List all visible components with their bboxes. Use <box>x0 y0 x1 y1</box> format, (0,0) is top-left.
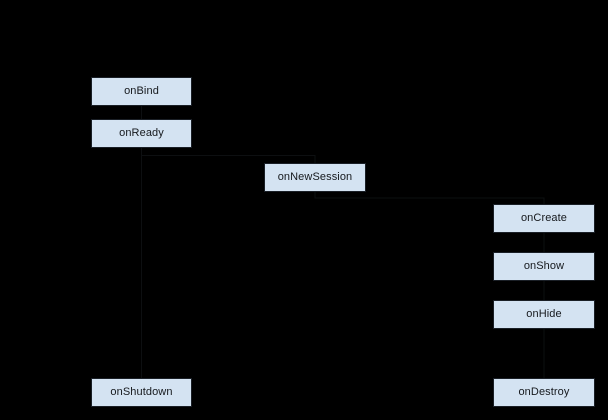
node-onready[interactable]: onReady <box>91 119 192 148</box>
node-onbind[interactable]: onBind <box>91 77 192 106</box>
node-label-onbind: onBind <box>124 85 159 97</box>
node-onshow[interactable]: onShow <box>493 252 595 281</box>
node-onhide[interactable]: onHide <box>493 300 595 329</box>
node-label-onshow: onShow <box>523 260 565 272</box>
node-label-onshutdown: onShutdown <box>110 386 173 398</box>
node-ondestroy[interactable]: onDestroy <box>493 378 595 407</box>
node-label-onhide: onHide <box>526 308 562 320</box>
node-onnewsession[interactable]: onNewSession <box>264 163 366 192</box>
node-onshutdown[interactable]: onShutdown <box>91 378 192 407</box>
node-label-ondestroy: onDestroy <box>518 386 570 398</box>
node-label-onnewsession: onNewSession <box>277 171 353 183</box>
node-oncreate[interactable]: onCreate <box>493 204 595 233</box>
node-label-oncreate: onCreate <box>520 212 568 224</box>
node-label-onready: onReady <box>119 127 164 139</box>
